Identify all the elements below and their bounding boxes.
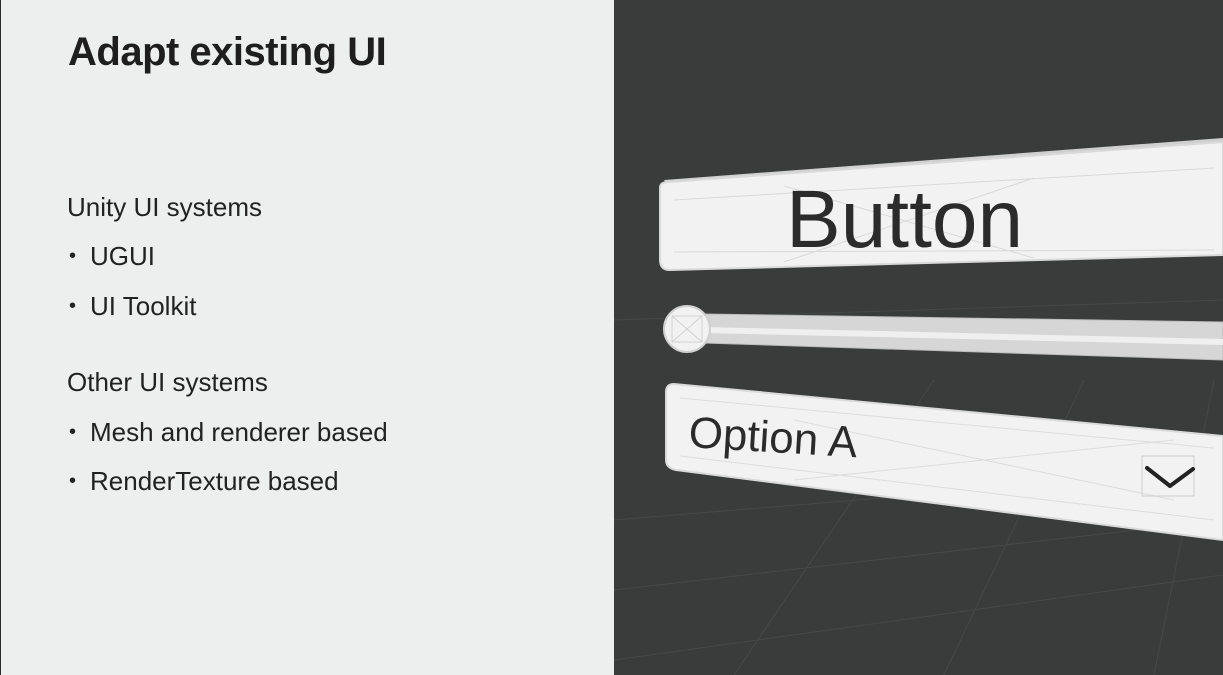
bullet-item: • Mesh and renderer based	[67, 417, 388, 448]
bullet-item: • UI Toolkit	[67, 291, 196, 322]
bullet-dot: •	[69, 421, 77, 443]
scene-svg: Button Option A	[614, 138, 1223, 675]
slide-title: Adapt existing UI	[68, 30, 387, 74]
text-panel: Adapt existing UI Unity UI systems • UGUI…	[0, 0, 614, 675]
section-heading-unity: Unity UI systems	[67, 192, 263, 222]
ui-button[interactable]: Button	[659, 138, 1223, 272]
bullet-dot: •	[69, 470, 77, 492]
bullet-label: UI Toolkit	[90, 291, 197, 321]
ui-slider[interactable]	[663, 305, 1223, 361]
button-label: Button	[786, 174, 1023, 265]
bullet-label: Mesh and renderer based	[90, 417, 388, 447]
bullet-label: UGUI	[90, 241, 155, 271]
slider-track-highlight	[703, 327, 1223, 345]
ui-scene-view: Button Option A	[614, 0, 1223, 675]
bullet-dot: •	[69, 295, 77, 317]
dropdown-selected-label: Option A	[687, 408, 859, 467]
bullet-item: • UGUI	[67, 241, 155, 272]
bullet-label: RenderTexture based	[90, 466, 339, 496]
ui-dropdown[interactable]: Option A	[665, 382, 1223, 542]
bullet-dot: •	[69, 245, 77, 267]
bullet-item: • RenderTexture based	[67, 466, 339, 497]
chevron-down-icon[interactable]	[1141, 455, 1195, 497]
section-heading-other: Other UI systems	[67, 367, 268, 397]
